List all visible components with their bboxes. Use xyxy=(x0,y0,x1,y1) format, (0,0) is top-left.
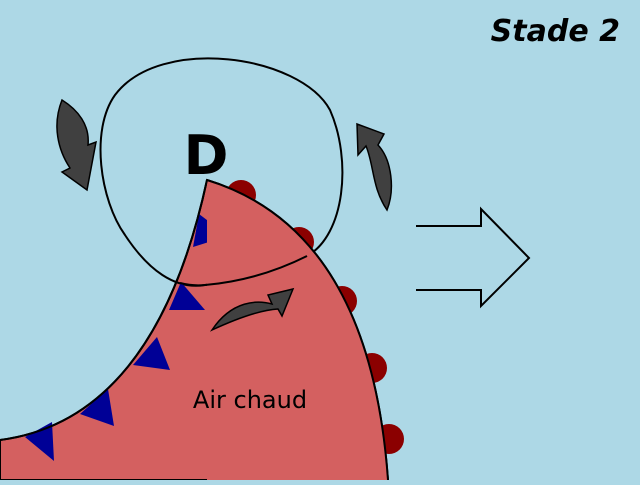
cold-front-triangle-icon xyxy=(133,337,170,370)
movement-arrow-icon xyxy=(416,206,531,309)
warm-front-boundary xyxy=(206,179,389,481)
cold-front-boundary xyxy=(0,179,208,441)
cold-front-triangle-icon xyxy=(25,422,54,461)
warm-air-label: Air chaud xyxy=(192,386,308,414)
stage-title: Stade 2 xyxy=(490,14,620,49)
isobar-inner-segment xyxy=(179,255,308,287)
circulation-arrow-icon xyxy=(356,122,393,212)
cold-front-triangle-icon xyxy=(169,282,205,310)
cold-front-triangle-icon xyxy=(80,389,114,426)
low-pressure-label: D xyxy=(183,124,229,187)
warm-front-line xyxy=(207,180,388,480)
circulation-arrow-icon xyxy=(56,98,97,192)
circulation-arrow-icon xyxy=(209,287,295,332)
